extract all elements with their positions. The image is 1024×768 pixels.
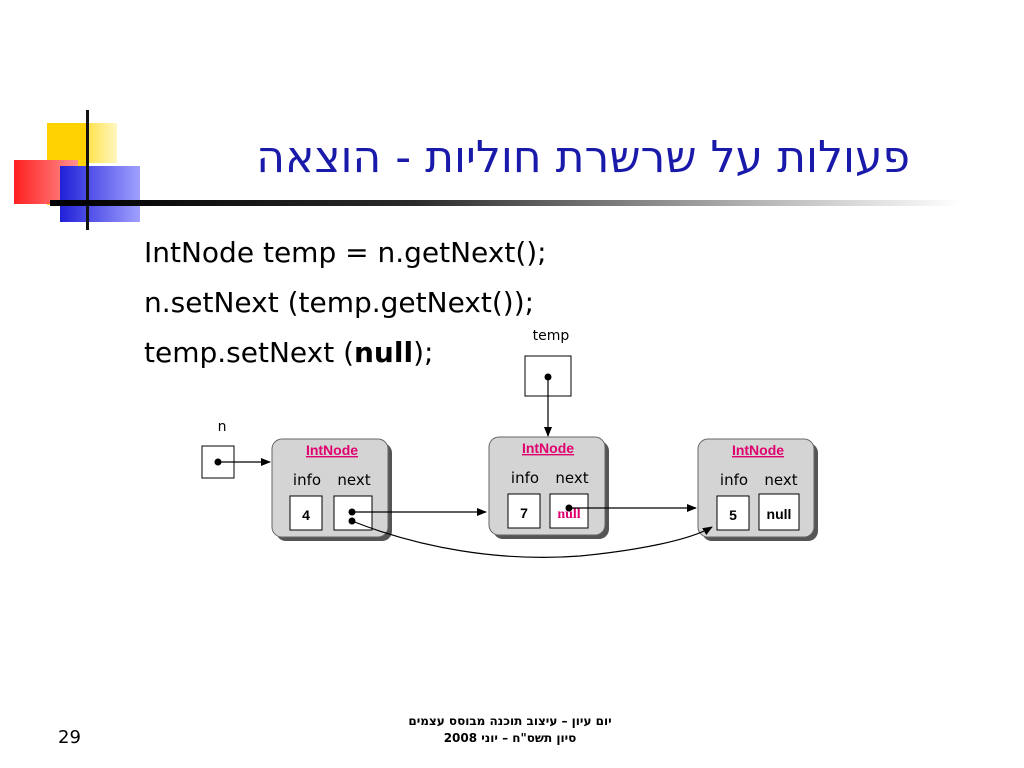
node-3-info-label: info (720, 471, 748, 489)
node-2-info-box (507, 493, 541, 529)
node-3-info-value: 5 (729, 507, 737, 523)
footer-line-1: יום עיון – עיצוב תוכנה מבוסס עצמים (408, 714, 612, 728)
node-2-info-value: 7 (520, 505, 528, 521)
node-2-info-label: info (511, 469, 539, 487)
node-3-next-value: null (767, 506, 792, 522)
node-1: IntNode info next 4 (271, 438, 392, 541)
node-3-info-box (716, 495, 750, 531)
node-1-next-label: next (337, 471, 370, 489)
code-null-keyword: null (354, 336, 414, 369)
var-n-label: n (218, 419, 227, 435)
code-line-3-suffix: ); (413, 336, 434, 369)
code-line-3-prefix: temp.setNext ( (144, 336, 354, 369)
node-2-next-label: next (555, 469, 588, 487)
deco-yellow-square-2 (87, 123, 117, 163)
var-temp-label: temp (533, 328, 570, 344)
title-underline (50, 200, 960, 206)
code-line-2: n.setNext (temp.getNext()); (144, 286, 535, 319)
node-3-next-label: next (764, 471, 797, 489)
deco-blue-square (60, 166, 140, 222)
page-number: 29 (58, 727, 81, 748)
deco-vertical-line (86, 110, 89, 230)
node-2-title: IntNode (522, 440, 574, 456)
node-1-info-value: 4 (302, 507, 310, 523)
node-1-info-label: info (293, 471, 321, 489)
code-line-3: temp.setNext (null); (144, 336, 433, 369)
node-1-title: IntNode (306, 442, 358, 458)
node-3-title: IntNode (732, 442, 784, 458)
node-3: IntNode info next 5 null (697, 438, 818, 541)
arrow-node1-to-node3 (351, 520, 713, 558)
slide-title: פעולות על שרשרת חוליות - הוצאה (256, 132, 910, 183)
node-3-next-box (758, 493, 800, 531)
footer-line-2: סיון תשס"ח – יוני 2008 (443, 731, 577, 745)
node-1-info-box (289, 495, 323, 531)
node-2: IntNode info next 7 null (488, 436, 609, 539)
node-2-next-value: null (557, 507, 580, 522)
code-line-1: IntNode temp = n.getNext(); (144, 236, 547, 269)
